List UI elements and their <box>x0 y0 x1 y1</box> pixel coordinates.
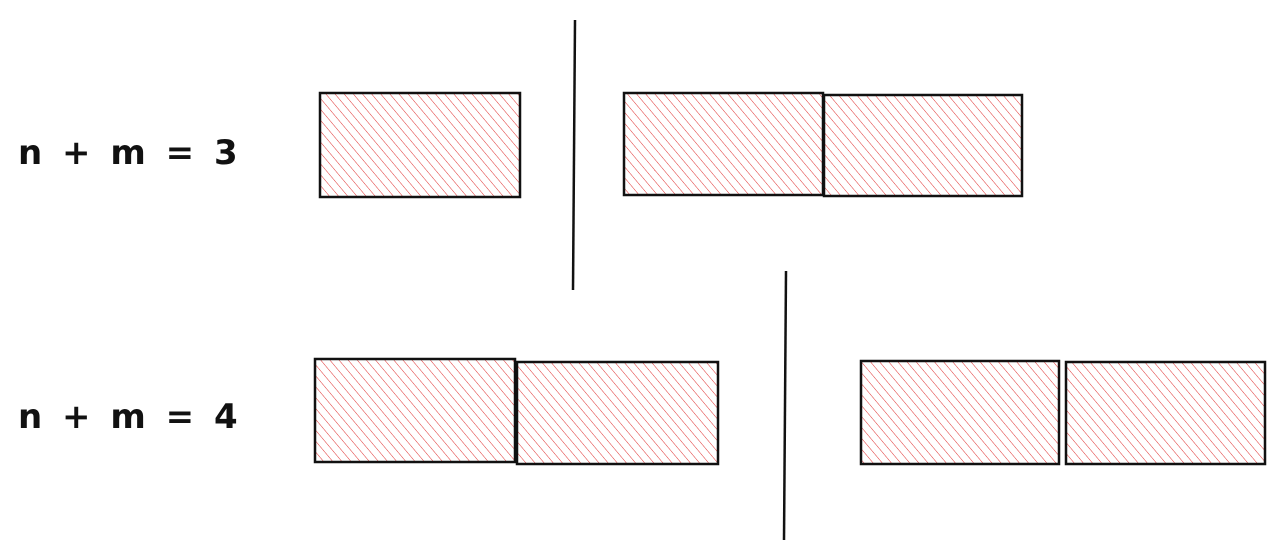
divider-line <box>571 19 577 291</box>
row2-right-group <box>859 359 1267 466</box>
row-1 <box>318 19 1024 291</box>
hatched-block <box>859 359 1061 466</box>
row1-left-group <box>318 91 522 199</box>
hatched-block <box>822 93 1024 198</box>
equation-label-n-plus-m-3: n + m = 3 <box>18 133 242 173</box>
hatched-block <box>1064 360 1267 466</box>
divider-line <box>782 270 788 541</box>
row-2 <box>313 270 1267 541</box>
hatched-block <box>318 91 522 199</box>
row2-left-group <box>313 357 720 466</box>
equation-label-n-plus-m-4: n + m = 4 <box>18 397 242 437</box>
row1-right-group <box>622 91 1024 198</box>
hatched-block <box>313 357 517 464</box>
hatched-block <box>622 91 825 197</box>
hatched-block <box>515 360 720 466</box>
